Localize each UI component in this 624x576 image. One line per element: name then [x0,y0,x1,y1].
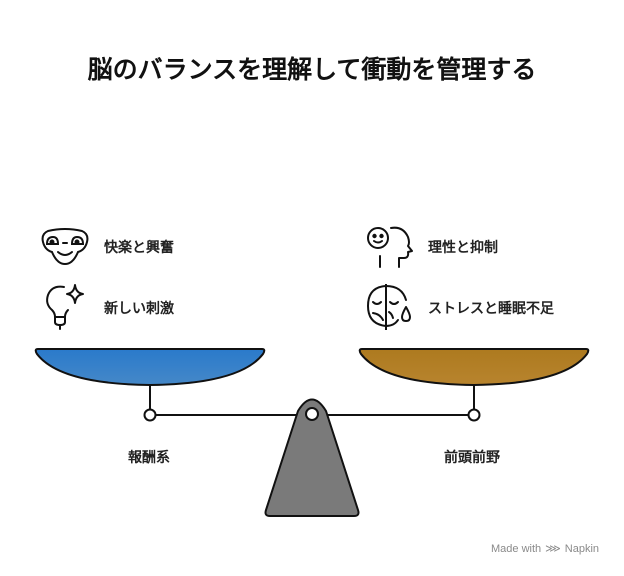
sad-tear-face-icon [366,283,416,334]
watermark-prefix: Made with [491,542,542,555]
page-title: 脳のバランスを理解して衝動を管理する [87,55,537,84]
right-pan [358,348,590,387]
right-item-label: ストレスと睡眠不足 [428,301,554,317]
left-item-label: 新しい刺激 [104,301,174,317]
right-item-label: 理性と抑制 [428,240,498,256]
left-item-label: 快楽と興奮 [104,240,174,256]
right-base-label: 前頭前野 [444,450,500,466]
head-profile-smile-icon [366,225,414,273]
left-pan [34,348,266,387]
watermark-brand: Napkin [564,542,600,555]
alien-face-icon [40,228,90,272]
left-base-label: 報酬系 [128,450,170,466]
napkin-logo-icon: ⋙ [545,543,561,555]
watermark: Made with ⋙ Napkin [491,542,600,556]
fulcrum [264,398,360,517]
lightbulb-sparkle-icon [42,282,90,334]
